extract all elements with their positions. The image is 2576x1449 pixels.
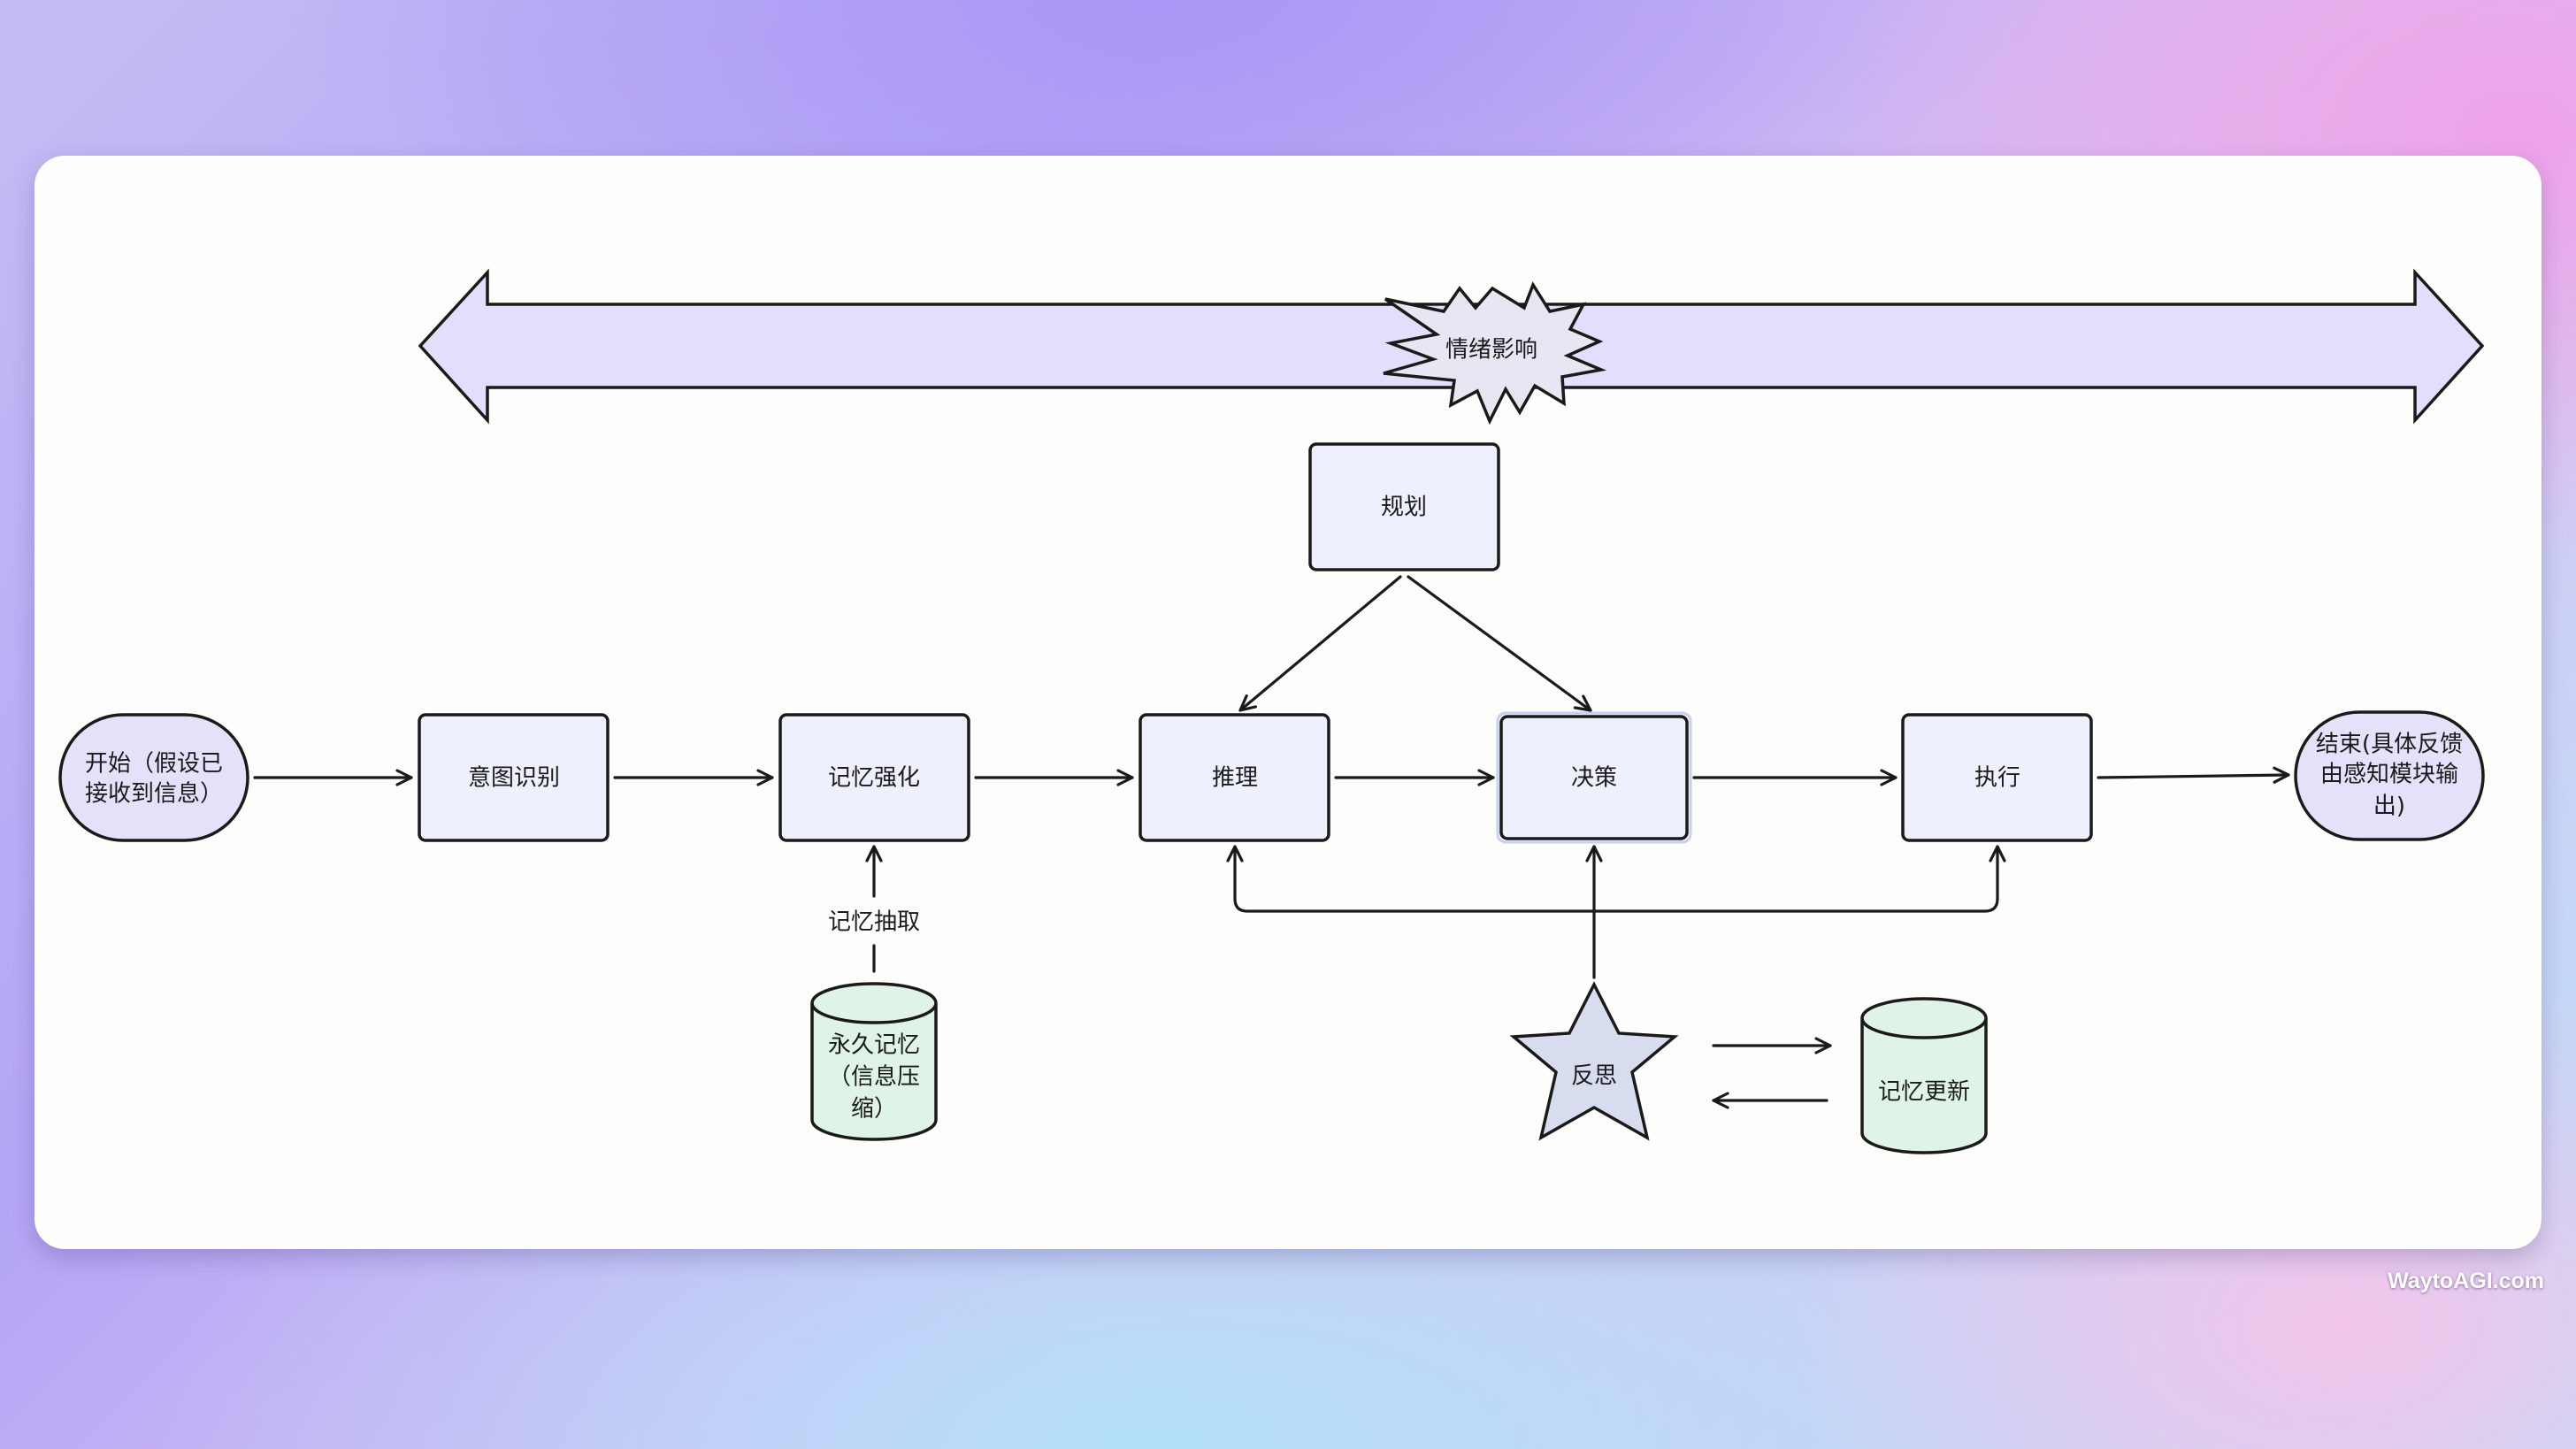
- execution-label: 执行: [1974, 765, 2020, 792]
- planning-label: 规划: [1381, 494, 1427, 521]
- start-label-line-2: 接收到信息）: [85, 781, 223, 808]
- emotion-label: 情绪影响: [1445, 337, 1537, 364]
- arrow-planning-to-reasoning: [1238, 575, 1402, 712]
- permanent-memory-label-line-2: （信息压: [828, 1064, 920, 1091]
- permanent-memory-label-line-1: 永久记忆: [828, 1032, 920, 1059]
- start-label-line-1: 开始（假设已: [85, 751, 223, 778]
- decision-node: 决策: [1496, 711, 1692, 844]
- memory-update-node: 记忆更新: [1860, 997, 1988, 1154]
- arrow-reflection-to-reasoning: [1226, 845, 1596, 913]
- permanent-memory-node: 永久记忆 （信息压 缩）: [810, 982, 938, 1141]
- emotion-burst: 情绪影响: [1383, 281, 1607, 426]
- memory-enhance-label: 记忆强化: [828, 765, 920, 792]
- memory-extract-label: 记忆抽取: [828, 909, 920, 936]
- arrow-planning-to-decision: [1407, 575, 1592, 712]
- reflection-label: 反思: [1571, 1063, 1617, 1090]
- end-node: 结束(具体反馈 由感知模块输 出): [2294, 710, 2485, 841]
- memory-enhance-node: 记忆强化: [778, 713, 970, 842]
- execution-node: 执行: [1901, 713, 2093, 842]
- intent-recognition-node: 意图识别: [418, 713, 610, 842]
- reflection-node: 反思: [1509, 981, 1679, 1141]
- end-label-line-2: 由感知模块输: [2320, 762, 2458, 788]
- end-label-line-3: 出): [2373, 794, 2405, 820]
- watermark: WaytoAGI.com: [2388, 1269, 2544, 1293]
- reasoning-node: 推理: [1138, 713, 1330, 842]
- reasoning-label: 推理: [1212, 765, 1258, 792]
- start-node: 开始（假设已 接收到信息）: [58, 713, 249, 842]
- end-label-line-1: 结束(具体反馈: [2316, 732, 2463, 758]
- arrow-reflection-to-execution: [1592, 845, 2006, 913]
- intent-recognition-label: 意图识别: [468, 765, 560, 792]
- arrow-execution-to-end: [2097, 766, 2290, 784]
- permanent-memory-label-line-3: 缩）: [851, 1096, 897, 1123]
- planning-node: 规划: [1308, 442, 1500, 571]
- decision-label: 决策: [1571, 765, 1617, 792]
- memory-update-label: 记忆更新: [1878, 1079, 1970, 1106]
